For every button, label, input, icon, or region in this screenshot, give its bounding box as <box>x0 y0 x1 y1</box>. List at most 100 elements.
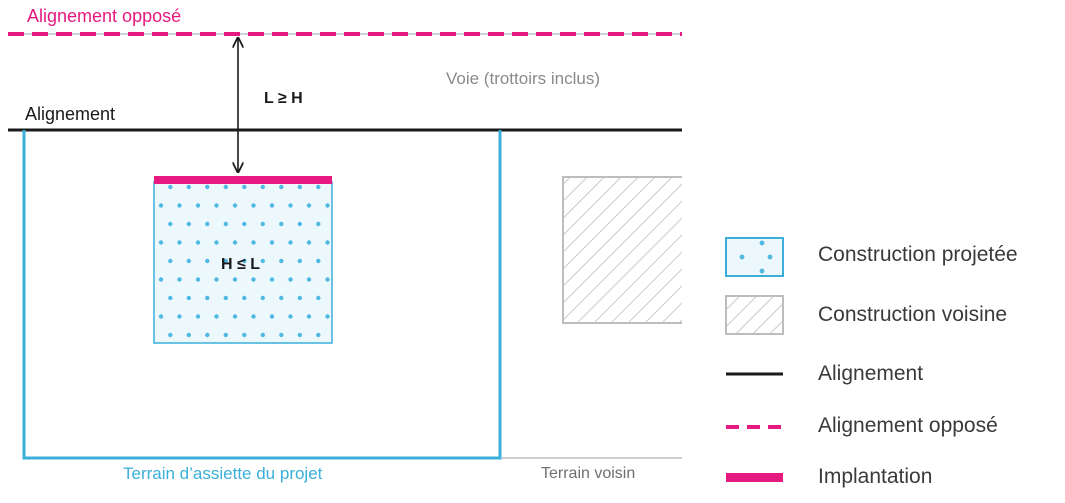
dot <box>186 258 191 264</box>
dot <box>205 295 210 301</box>
dot <box>288 277 293 282</box>
dot <box>288 314 293 319</box>
dot <box>316 184 321 190</box>
height-rule-label: H ≤ L <box>221 256 260 273</box>
dot <box>306 240 312 245</box>
dot <box>168 258 173 264</box>
dot <box>186 184 191 190</box>
dot <box>177 277 182 282</box>
opposite-alignment-label: Alignement opposé <box>27 6 182 26</box>
dot <box>205 221 210 227</box>
dot <box>232 240 238 245</box>
dot <box>168 184 173 190</box>
dot <box>186 221 191 227</box>
dot <box>325 277 330 282</box>
dot <box>316 295 321 301</box>
legend-label: Implantation <box>818 465 933 488</box>
neighbor-construction <box>562 176 682 324</box>
dot <box>269 277 275 282</box>
dot <box>168 332 173 338</box>
dot <box>168 221 173 227</box>
project-plot-boundary <box>22 130 502 460</box>
dot <box>325 314 330 319</box>
dot <box>205 184 210 190</box>
dot <box>279 332 284 338</box>
dot <box>223 332 228 338</box>
dot <box>260 258 265 264</box>
dot <box>297 332 302 338</box>
dot <box>260 184 265 190</box>
legend-item: Construction voisine <box>724 296 1065 336</box>
distance-rule-label: L ≥ H <box>264 90 303 107</box>
legend-item: Implantation <box>724 458 1065 498</box>
dot <box>269 240 275 245</box>
dot <box>223 221 228 227</box>
dot <box>205 332 210 338</box>
road-label: Voie (trottoirs inclus) <box>446 69 600 88</box>
dot <box>297 295 302 301</box>
legend-label: Alignement opposé <box>818 414 998 437</box>
legend-item: Alignement <box>724 355 1065 395</box>
dot <box>279 258 284 264</box>
dot <box>260 221 265 227</box>
legend-label: Alignement <box>818 362 924 385</box>
dot <box>214 314 219 319</box>
legend-label: Construction projetée <box>818 243 1018 266</box>
alignment-label: Alignement <box>25 104 116 124</box>
dot <box>205 258 210 264</box>
dot <box>177 240 182 245</box>
dot <box>288 240 293 245</box>
dot <box>195 240 201 245</box>
dot <box>232 314 238 319</box>
legend-item: Alignement opposé <box>724 407 1065 447</box>
dot <box>195 203 201 208</box>
dot <box>214 277 219 282</box>
dot <box>325 203 330 208</box>
dot <box>269 314 275 319</box>
dot <box>158 314 164 319</box>
dot <box>177 203 182 208</box>
legend-swatch-projected-construction-icon <box>725 237 784 277</box>
dot <box>242 295 247 301</box>
dot <box>260 332 265 338</box>
dot <box>177 314 182 319</box>
legend-label: Construction voisine <box>818 303 1008 326</box>
dot <box>297 221 302 227</box>
dot <box>251 203 256 208</box>
neighbor-plot-label: Terrain voisin <box>541 465 636 482</box>
dot <box>260 295 265 301</box>
project-plot-label: Terrain d’assiette du projet <box>123 464 323 483</box>
dot <box>297 184 302 190</box>
dot <box>279 221 284 227</box>
projected-construction-dots <box>158 184 330 338</box>
dot <box>316 221 321 227</box>
dot <box>242 184 247 190</box>
dot <box>242 258 247 264</box>
dot <box>242 332 247 338</box>
dot <box>223 258 228 264</box>
legend-swatch-neighbor-construction-icon <box>725 295 784 335</box>
dot <box>306 277 312 282</box>
dot <box>195 314 201 319</box>
dot <box>251 277 256 282</box>
legend-swatch-implantation-icon <box>726 473 783 482</box>
dot <box>251 314 256 319</box>
dot <box>288 203 293 208</box>
dot <box>168 295 173 301</box>
dot <box>232 203 238 208</box>
dot <box>158 277 164 282</box>
dot <box>186 332 191 338</box>
dot <box>279 295 284 301</box>
dot <box>195 277 201 282</box>
dot <box>214 240 219 245</box>
dot <box>269 203 275 208</box>
dot <box>223 295 228 301</box>
dot <box>186 295 191 301</box>
legend-item: Construction projetée <box>724 237 1065 277</box>
dot <box>223 184 228 190</box>
dot <box>158 240 164 245</box>
dot <box>306 203 312 208</box>
dot <box>214 203 219 208</box>
dot <box>242 221 247 227</box>
